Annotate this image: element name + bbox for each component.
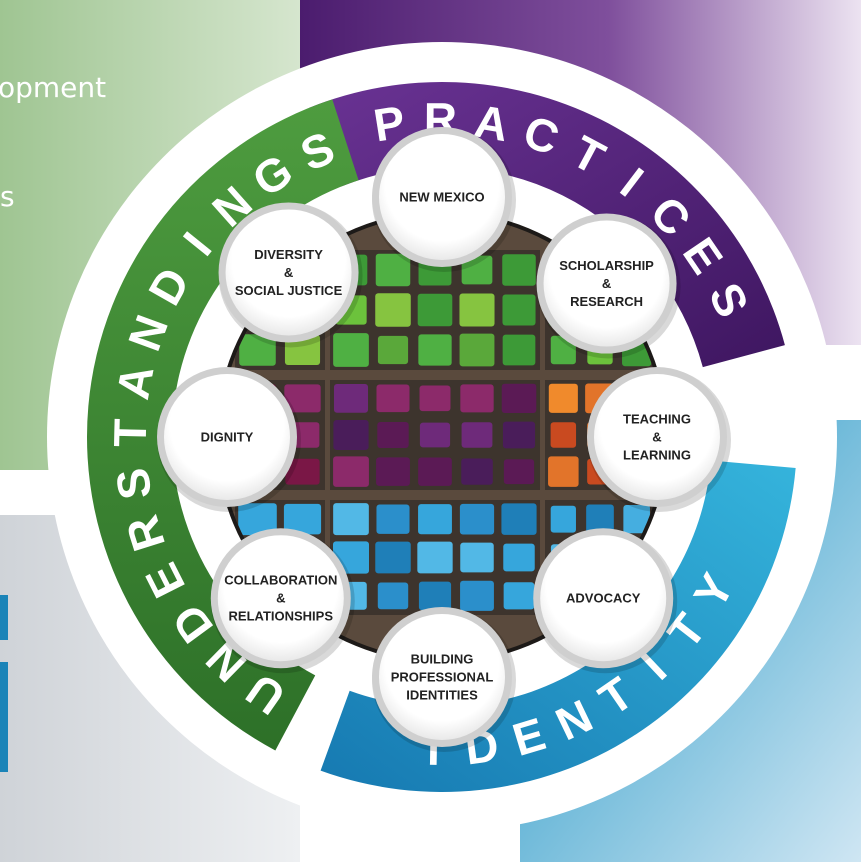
- bubble-advocacy: ADVOCACY: [533, 528, 678, 674]
- bubble-label: TEACHING: [623, 412, 691, 427]
- city-block: [459, 503, 495, 535]
- bubble-face: [379, 614, 505, 740]
- city-block: [377, 421, 409, 449]
- city-block: [418, 581, 452, 611]
- bubble-face: [540, 535, 667, 662]
- bubble-label: RESEARCH: [570, 294, 643, 309]
- city-block: [377, 335, 409, 365]
- bubble-label: COLLABORATION: [224, 573, 337, 588]
- bubble-face: [164, 374, 290, 500]
- bubble-label: PROFESSIONAL: [391, 670, 494, 685]
- understandings-label-letter: A: [106, 355, 164, 403]
- bubble-label: &: [276, 591, 285, 606]
- city-block: [503, 543, 535, 572]
- city-block: [377, 582, 409, 610]
- city-block: [460, 542, 494, 573]
- city-block: [502, 421, 536, 449]
- city-block: [461, 458, 493, 485]
- bubble-new-mexico: NEW MEXICO: [372, 127, 516, 272]
- understandings-arc: [87, 99, 359, 751]
- city-block: [283, 503, 322, 535]
- city-block: [503, 459, 535, 485]
- city-block: [417, 541, 453, 574]
- city-block: [333, 503, 369, 536]
- blue-edge-marker-bottom: [0, 662, 8, 772]
- city-block: [419, 422, 451, 448]
- background-fragment-middle: s: [0, 180, 15, 213]
- bubble-label: SOCIAL JUSTICE: [235, 283, 343, 298]
- city-block: [586, 504, 614, 534]
- city-block: [503, 582, 535, 610]
- blue-edge-marker-top: [0, 595, 8, 640]
- bubble-building-professional-identities: BUILDING PROFESSIONAL IDENTITIES: [372, 607, 516, 752]
- bubble-label: BUILDING: [411, 652, 474, 667]
- bubble-label: IDENTITIES: [406, 688, 478, 703]
- bubble-dignity: DIGNITY: [157, 367, 301, 512]
- bubble-face: [594, 374, 720, 500]
- city-block: [284, 384, 321, 413]
- city-block: [419, 385, 451, 412]
- city-block: [501, 503, 537, 535]
- city-block: [502, 334, 536, 366]
- city-block: [550, 505, 576, 533]
- bubble-label: LEARNING: [623, 448, 691, 463]
- city-block: [376, 384, 410, 413]
- city-block: [285, 458, 320, 485]
- city-block: [461, 422, 493, 448]
- city-block: [417, 293, 453, 327]
- bubble-face: [217, 535, 344, 662]
- city-block: [284, 334, 321, 366]
- city-block: [375, 293, 411, 327]
- bubble-label: RELATIONSHIPS: [229, 609, 334, 624]
- bubble-label: DIGNITY: [201, 430, 254, 445]
- bubble-face: [379, 134, 505, 260]
- bubble-diversity-social-justice: DIVERSITY & SOCIAL JUSTICE: [218, 202, 363, 348]
- city-block: [550, 422, 577, 448]
- understandings-label-letter: T: [104, 412, 157, 447]
- city-block: [375, 541, 411, 574]
- city-block: [459, 293, 495, 327]
- bubble-label: ADVOCACY: [566, 591, 641, 606]
- city-block: [460, 580, 494, 611]
- bubble-teaching-learning: TEACHING & LEARNING: [587, 367, 731, 512]
- city-block: [418, 504, 452, 535]
- bubble-face: [225, 209, 352, 336]
- background-fragment-top: opment: [0, 71, 106, 104]
- city-block: [501, 383, 537, 413]
- city-block: [548, 456, 579, 487]
- bubble-label: DIVERSITY: [254, 247, 323, 262]
- city-block: [623, 505, 650, 534]
- city-block: [459, 333, 495, 367]
- city-block: [375, 253, 411, 287]
- concept-bubbles: NEW MEXICO SCHOLARSHIP & RESEARCH TEACHING & L…: [157, 127, 731, 752]
- bubble-label: &: [284, 265, 293, 280]
- city-block: [238, 503, 277, 536]
- city-block: [376, 504, 410, 534]
- bubble-scholarship-research: SCHOLARSHIP & RESEARCH: [536, 213, 681, 359]
- bubble-label: &: [652, 430, 661, 445]
- bubble-label: &: [602, 276, 611, 291]
- city-block: [333, 383, 369, 413]
- understandings-label-letter: S: [105, 459, 162, 503]
- bubble-face: [543, 220, 670, 347]
- city-block: [460, 384, 494, 413]
- city-block: [333, 456, 369, 487]
- bubble-label: SCHOLARSHIP: [559, 258, 654, 273]
- city-block: [333, 333, 369, 367]
- city-block: [461, 255, 493, 285]
- bubble-label: NEW MEXICO: [399, 190, 484, 205]
- city-block: [502, 294, 536, 326]
- city-block: [502, 254, 536, 286]
- city-block: [239, 334, 276, 366]
- city-block: [333, 420, 369, 450]
- city-block: [418, 457, 452, 486]
- city-block: [548, 383, 578, 413]
- city-block: [418, 334, 452, 366]
- city-block: [376, 457, 410, 486]
- bubble-collaboration-relationships: COLLABORATION & RELATIONSHIPS: [210, 528, 355, 674]
